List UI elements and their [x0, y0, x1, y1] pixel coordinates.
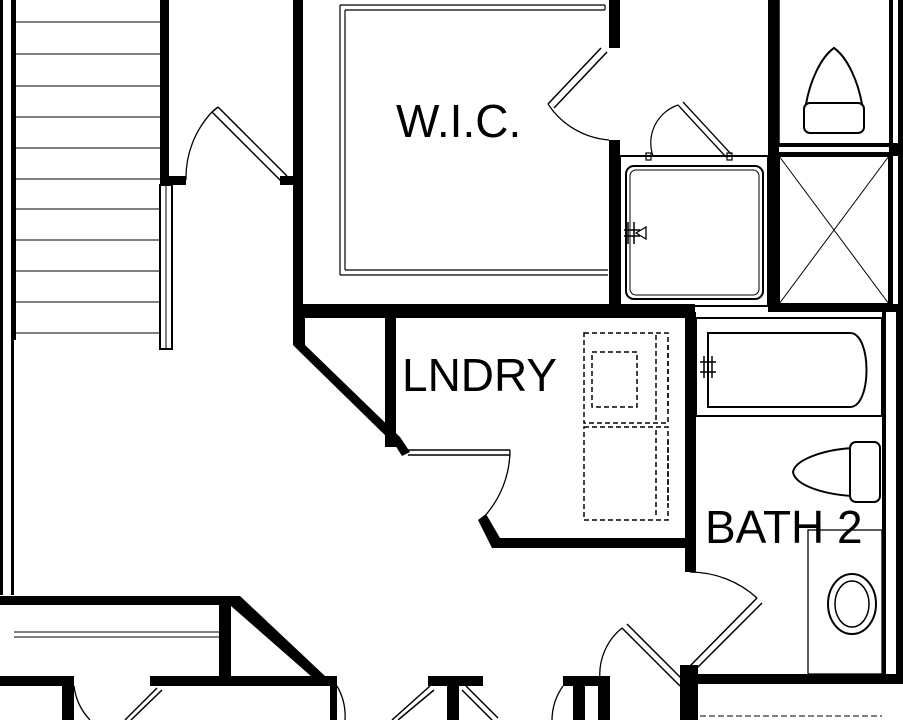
door-swing-arc [482, 449, 511, 519]
laundry-door-jamb [478, 514, 500, 548]
door-leaf [689, 597, 758, 667]
toilet-tank [803, 102, 865, 134]
door-leaf-edge [217, 106, 288, 177]
stair-left-wall-inner [3, 0, 11, 595]
wic-left-wall [293, 0, 303, 312]
laundry-left-wall [385, 312, 396, 447]
wic-left-wall-cap [280, 176, 295, 185]
bottom-walls [0, 596, 610, 720]
door-swing-arc [689, 571, 758, 599]
door-leaf-end [211, 106, 219, 113]
shower-room-wall-bottom [609, 304, 695, 312]
master-shower [609, 101, 769, 312]
door-leaf-edge [130, 689, 163, 720]
wic-right-wall-upper [609, 0, 620, 48]
door-leaf-edge [465, 685, 499, 719]
door-swing-arc [185, 111, 213, 181]
door-swing-arc [547, 103, 610, 141]
laundry-door [408, 449, 511, 519]
laundry-top-wall [293, 312, 695, 318]
shower-door-leaf [682, 101, 732, 155]
stair-inner-wall [160, 0, 169, 185]
toilet-icon [791, 446, 853, 498]
laundry-walls [293, 312, 696, 572]
shower-pan-inner [629, 169, 760, 296]
bottom-wall-segment [598, 676, 610, 720]
wic-right-wall-lower [609, 140, 620, 312]
bottom-wall-segment [0, 676, 74, 686]
door-leaf-edge [626, 623, 685, 682]
shower-head-icon [634, 225, 647, 241]
staircase [0, 0, 186, 595]
laundry-bottom-wall [500, 538, 696, 548]
toilet-icon [804, 46, 864, 105]
master-wc [768, 0, 903, 312]
wic-walls [280, 0, 620, 312]
laundry-label: LNDRY [402, 349, 557, 401]
washer-dryer [583, 332, 669, 521]
bottom-closet-wall [219, 596, 231, 684]
wic-door [547, 47, 610, 141]
door-leaf [547, 47, 602, 105]
bath2-right-wall-inner [886, 312, 896, 684]
wic-bottom-wall [293, 304, 620, 312]
bottom-fixtures [14, 623, 882, 720]
door-leaf [391, 685, 431, 720]
door-leaf [124, 687, 158, 720]
door-leaf [211, 111, 282, 182]
bath2-label: BATH 2 [705, 501, 863, 553]
door-swing-arc [336, 685, 346, 720]
bottom-angled-wall [231, 596, 336, 684]
dryer-door [591, 351, 638, 408]
bath2-bottom-wall [682, 674, 903, 684]
bottom-wall-segment [62, 676, 74, 720]
hall-door [185, 106, 288, 182]
wc-bottom-wall [768, 304, 903, 312]
linen-closet-x [778, 155, 890, 305]
door-swing-arc [73, 685, 91, 720]
bottom-wall-segment [447, 676, 459, 720]
door-swing-arc [599, 627, 623, 681]
wc-divider-wall-inner [779, 147, 889, 152]
wic-label: W.I.C. [396, 95, 521, 147]
sink-basin [834, 580, 870, 628]
toilet-tank [849, 441, 881, 503]
stair-inner-wall-cap [160, 176, 186, 185]
laundry-angled-wall [293, 312, 410, 456]
shower-door-arc [650, 104, 679, 157]
bottom-wall-segment [150, 676, 336, 686]
door-leaf-edge [553, 51, 608, 109]
shower-door-jamb [645, 152, 652, 161]
door-leaf [621, 627, 681, 687]
bath2-door-post [680, 665, 698, 720]
door-leaf-edge [397, 689, 435, 720]
door-leaf [461, 689, 493, 720]
bottom-hall-wall [0, 596, 236, 605]
bottom-wall-segment [330, 676, 337, 720]
bathtub [707, 332, 868, 408]
wic-shelving [339, 4, 608, 276]
shower-door-leaf-edge [677, 104, 727, 158]
bath2 [680, 312, 903, 720]
bottom-wall-segment [573, 676, 585, 720]
shower-pan-outer [625, 165, 764, 300]
laundry-right-wall [685, 312, 696, 572]
door-swing-arc [551, 685, 564, 720]
door-leaf-edge [694, 602, 763, 671]
